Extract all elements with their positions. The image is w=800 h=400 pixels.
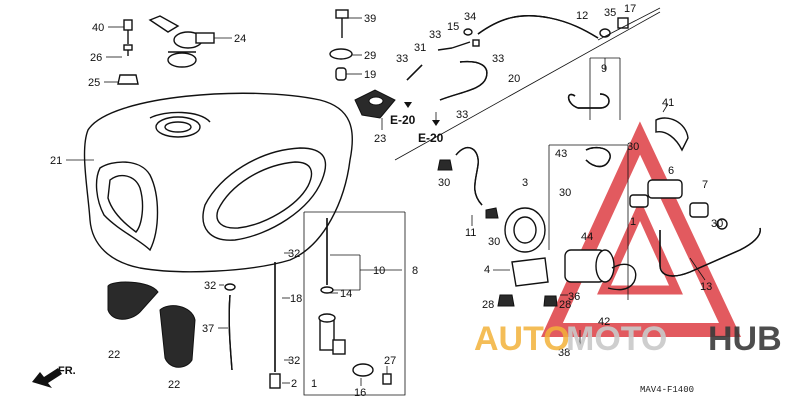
label-33-b: 33 [429, 29, 441, 41]
label-33-c: 33 [492, 53, 504, 65]
label-1-right: 1 [630, 216, 636, 228]
label-39: 39 [364, 13, 376, 25]
bracket-9 [567, 93, 610, 109]
part-labels: 40 24 26 25 39 29 19 23 21 33 31 33 15 3… [50, 3, 723, 399]
label-38: 38 [558, 347, 570, 359]
watermark-auto: AUTO [474, 320, 570, 358]
upper-hoses [406, 15, 629, 101]
label-25: 25 [88, 77, 100, 89]
label-12: 12 [576, 10, 588, 22]
label-40: 40 [92, 22, 104, 34]
label-34: 34 [464, 11, 476, 23]
hose-11 [437, 146, 499, 219]
watermark-moto: MOTO [566, 320, 667, 358]
reference-markers: E-20 E-20 [390, 102, 444, 145]
label-30-e: 30 [488, 236, 500, 248]
label-22-a: 22 [108, 349, 120, 361]
label-13: 13 [700, 281, 712, 293]
label-31: 31 [414, 42, 426, 54]
label-43: 43 [555, 148, 567, 160]
label-30-d: 30 [711, 218, 723, 230]
right-fuel-lines [647, 117, 761, 277]
label-44: 44 [581, 231, 593, 243]
label-2: 2 [291, 378, 297, 390]
label-28-a: 28 [482, 299, 494, 311]
label-30-c: 30 [438, 177, 450, 189]
label-7: 7 [702, 179, 708, 191]
fuel-valve-assembly [318, 218, 392, 385]
label-9: 9 [601, 63, 607, 75]
label-35: 35 [604, 7, 616, 19]
label-21: 21 [50, 155, 62, 167]
label-16: 16 [354, 387, 366, 399]
label-3: 3 [522, 177, 528, 189]
label-18: 18 [290, 293, 302, 305]
label-6: 6 [668, 165, 674, 177]
label-32-a: 32 [288, 248, 300, 260]
knee-pads [107, 281, 196, 368]
label-10: 10 [373, 265, 385, 277]
fuel-tank [83, 92, 353, 273]
label-30-b: 30 [559, 187, 571, 199]
fuel-pump-assembly [497, 146, 649, 307]
fuel-cap-assembly [117, 15, 215, 85]
front-direction-marker: FR. [32, 365, 76, 388]
label-41: 41 [662, 97, 674, 109]
label-22-b: 22 [168, 379, 180, 391]
label-32-c: 32 [288, 355, 300, 367]
ref-e20-lower: E-20 [418, 131, 444, 145]
label-33-a: 33 [396, 53, 408, 65]
label-19: 19 [364, 69, 376, 81]
label-26: 26 [90, 52, 102, 64]
label-1: 1 [311, 378, 317, 390]
leader-lines [66, 17, 706, 386]
label-30-a: 30 [627, 141, 639, 153]
label-24: 24 [234, 33, 246, 45]
label-32-b: 32 [204, 280, 216, 292]
label-29: 29 [364, 50, 376, 62]
label-27: 27 [384, 355, 396, 367]
label-15: 15 [447, 21, 459, 33]
group-frames [303, 7, 661, 396]
front-label: FR. [58, 365, 76, 377]
label-42: 42 [598, 316, 610, 328]
label-17: 17 [624, 3, 636, 15]
ref-e20-upper: E-20 [390, 113, 416, 127]
label-37: 37 [202, 323, 214, 335]
label-14: 14 [340, 288, 352, 300]
watermark-text: AUTO MOTO HUB [474, 320, 782, 358]
label-8: 8 [412, 265, 418, 277]
watermark-logo [541, 121, 742, 337]
label-36: 36 [568, 291, 580, 303]
watermark-hub: HUB [708, 320, 782, 358]
drain-hoses [224, 262, 281, 389]
label-4: 4 [484, 264, 490, 276]
label-20: 20 [508, 73, 520, 85]
label-23: 23 [374, 133, 386, 145]
diagram-code: MAV4-F1400 [640, 385, 694, 395]
label-28-b: 28 [559, 299, 571, 311]
label-11: 11 [465, 227, 476, 239]
label-33-d: 33 [456, 109, 468, 121]
mount-hardware [329, 9, 396, 119]
